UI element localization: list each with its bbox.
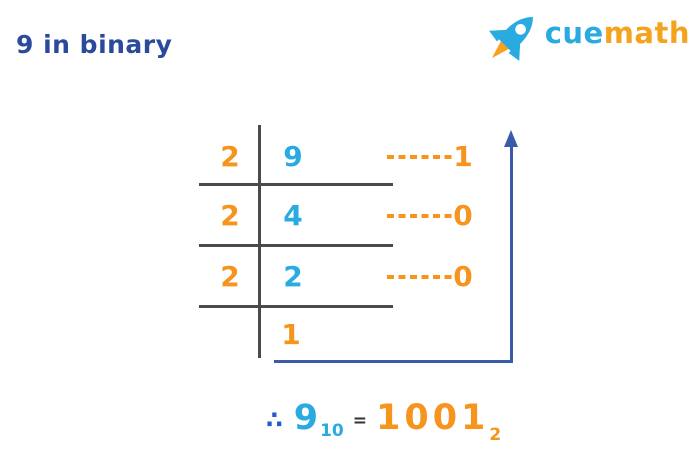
dashed-connector: [387, 275, 452, 279]
binary-value: 1001: [375, 398, 490, 438]
decimal-value: 9: [293, 398, 319, 438]
therefore-symbol: ∴: [266, 406, 283, 434]
arrow-head: [504, 130, 518, 147]
binary-base-subscript: 2: [489, 425, 502, 445]
dashed-connector: [387, 214, 452, 218]
logo-wordmark: cuemath: [545, 16, 690, 50]
equals-sign: =: [352, 411, 367, 431]
page-title: 9 in binary: [16, 30, 173, 59]
arrow-shaft: [510, 146, 513, 363]
logo-math: math: [603, 16, 690, 50]
remainder: 0: [453, 199, 473, 232]
logo-cue: cue: [544, 16, 604, 50]
remainder: 0: [453, 260, 473, 293]
divisor: 2: [220, 260, 240, 293]
quotient: 4: [283, 199, 303, 232]
divisor: 2: [220, 199, 240, 232]
dashed-connector: [387, 155, 452, 159]
divisor: 2: [220, 140, 240, 173]
quotient: 2: [283, 260, 303, 293]
table-vertical-line: [258, 125, 261, 358]
table-row-divider: [199, 244, 393, 247]
rocket-icon: [488, 17, 533, 61]
table-row-divider: [199, 305, 393, 308]
conclusion-equation: ∴ 9 10 = 1001 2: [266, 398, 501, 445]
arrow-base-line: [274, 360, 513, 363]
remainder: 1: [453, 140, 473, 173]
table-row-divider: [199, 183, 393, 186]
decimal-base-subscript: 10: [320, 421, 344, 441]
final-quotient: 1: [281, 318, 301, 351]
cuemath-logo: cuemath: [479, 6, 690, 68]
quotient: 9: [283, 140, 303, 173]
